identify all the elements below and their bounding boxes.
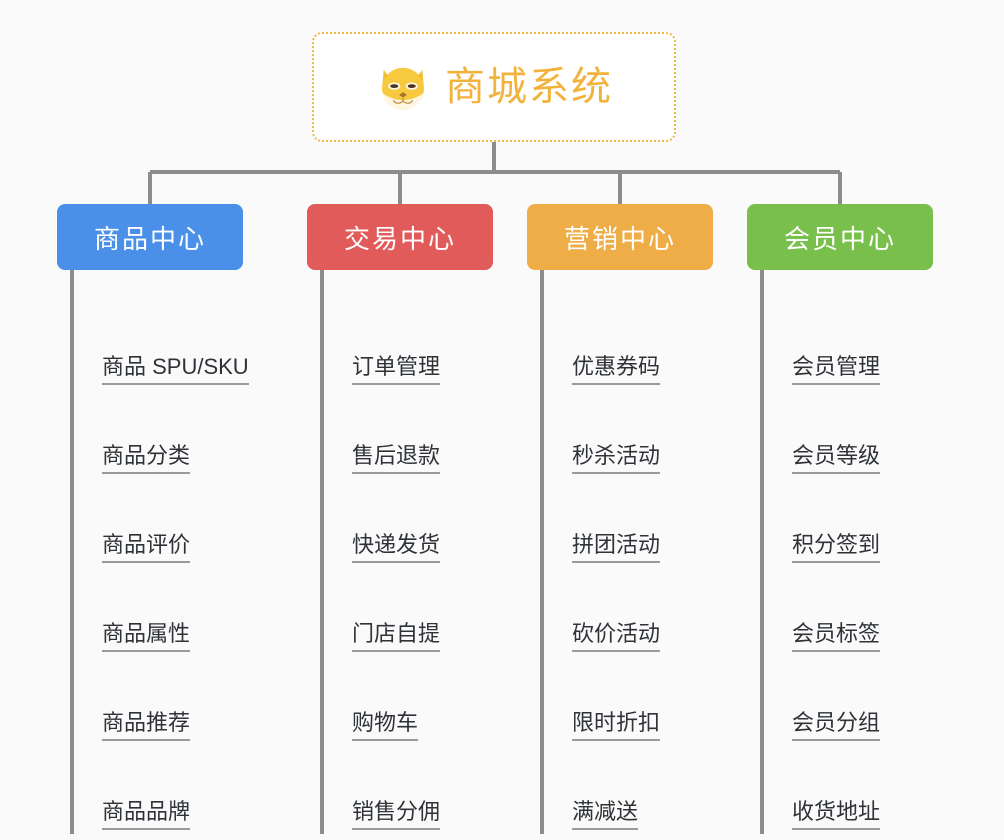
category-label: 营销中心: [563, 223, 676, 254]
leaf-label: 商品属性: [102, 621, 191, 652]
category-column-3: 营销中心优惠券码秒杀活动拼团活动砍价活动限时折扣满减送: [527, 204, 713, 830]
category-label: 会员中心: [783, 223, 896, 254]
shiba-dog-face-icon: [382, 67, 424, 110]
leaf-label: 收货地址: [792, 799, 881, 830]
root-node[interactable]: 商城系统: [312, 32, 676, 142]
leaf-label: 优惠券码: [572, 354, 661, 385]
category-column-2: 交易中心订单管理售后退款快递发货门店自提购物车销售分佣: [307, 204, 493, 830]
leaf-label: 商品分类: [102, 443, 191, 474]
leaf-label: 会员等级: [792, 443, 881, 474]
leaf-label: 门店自提: [352, 621, 441, 652]
leaf-label: 商品评价: [102, 532, 191, 563]
leaf-label: 商品 SPU/SKU: [102, 354, 249, 385]
category-box-2[interactable]: 交易中心: [307, 204, 493, 270]
leaf-label: 会员管理: [792, 354, 881, 385]
leaf-label: 商品推荐: [102, 710, 191, 741]
leaf-label: 售后退款: [352, 443, 441, 474]
leaf-label: 商品品牌: [102, 799, 191, 830]
leaf-label: 会员标签: [792, 621, 881, 652]
leaf-label: 满减送: [572, 799, 639, 830]
leaf-label: 秒杀活动: [572, 443, 661, 474]
category-column-1: 商品中心商品 SPU/SKU 商品分类商品评价商品属性商品推荐商品品牌: [57, 204, 249, 830]
leaf-label: 销售分佣: [352, 799, 441, 830]
root-title: 商城系统: [445, 65, 613, 109]
category-column-4: 会员中心会员管理会员等级积分签到会员标签会员分组收货地址: [747, 204, 933, 830]
leaf-label: 拼团活动: [572, 532, 661, 563]
leaf-label: 会员分组: [792, 710, 881, 741]
leaf-label: 限时折扣: [572, 710, 661, 741]
category-box-3[interactable]: 营销中心: [527, 204, 713, 270]
leaf-label: 订单管理: [352, 354, 441, 385]
leaf-label: 积分签到: [792, 532, 881, 563]
leaf-label: 砍价活动: [572, 621, 661, 652]
leaf-label: 快递发货: [352, 532, 441, 563]
category-box-1[interactable]: 商品中心: [57, 204, 243, 270]
category-label: 交易中心: [343, 223, 456, 254]
category-box-4[interactable]: 会员中心: [747, 204, 933, 270]
category-label: 商品中心: [93, 223, 206, 254]
leaf-label: 购物车: [352, 710, 419, 741]
